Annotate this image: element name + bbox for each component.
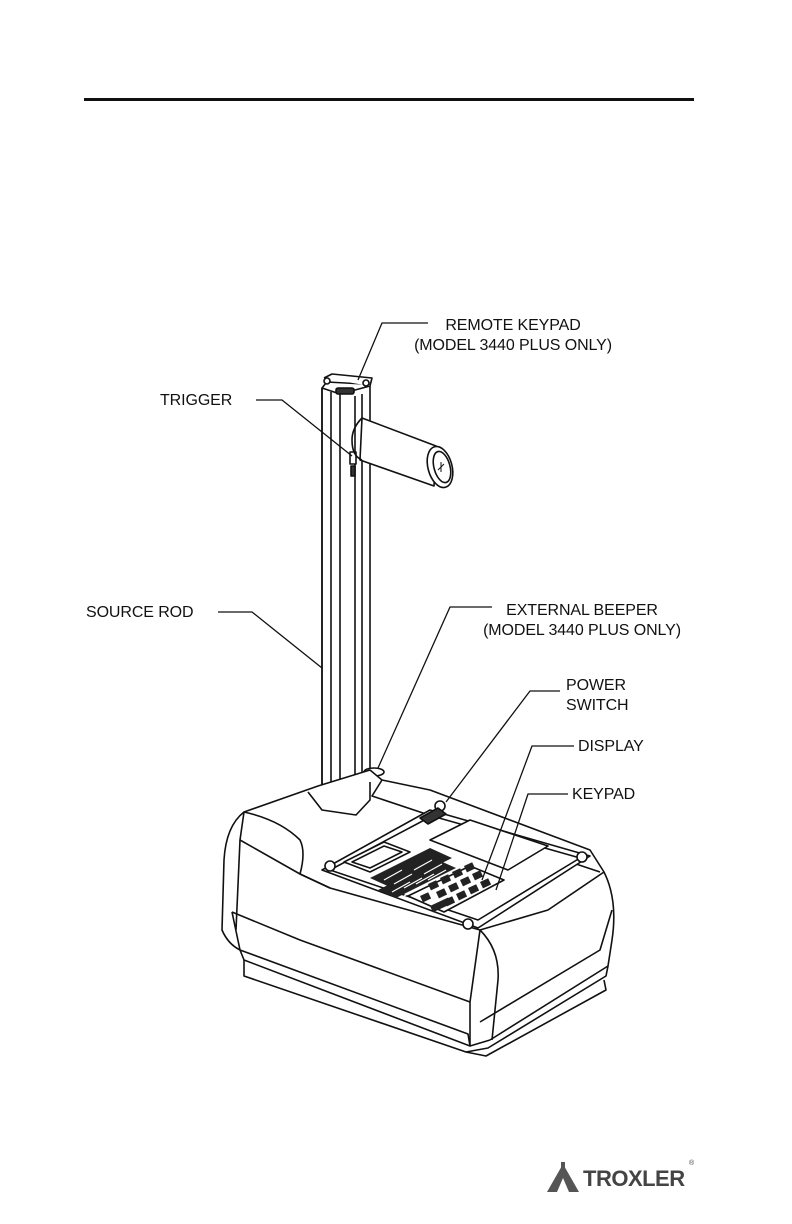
troxler-logo-registered: ® [689, 1160, 694, 1167]
callout-remote-keypad-title: REMOTE KEYPAD [400, 316, 626, 336]
troxler-logo-text: TROXLER [583, 1166, 685, 1192]
callout-keypad: KEYPAD [572, 785, 635, 805]
callout-source-rod: SOURCE ROD [86, 603, 193, 623]
callout-remote-keypad: REMOTE KEYPAD (MODEL 3440 PLUS ONLY) [400, 316, 626, 356]
troxler-logo: TROXLER ® [545, 1160, 695, 1194]
callout-display: DISPLAY [578, 737, 644, 757]
callout-power-switch-line1: POWER [566, 676, 629, 696]
callout-trigger: TRIGGER [160, 391, 232, 411]
callout-external-beeper-title: EXTERNAL BEEPER [470, 601, 694, 621]
callout-external-beeper-note: (MODEL 3440 PLUS ONLY) [470, 621, 694, 641]
callout-power-switch: POWER SWITCH [566, 676, 629, 716]
callout-external-beeper: EXTERNAL BEEPER (MODEL 3440 PLUS ONLY) [470, 601, 694, 641]
gauge-base [222, 770, 614, 1056]
troxler-logo-icon [545, 1160, 585, 1194]
callout-power-switch-line2: SWITCH [566, 696, 629, 716]
callout-remote-keypad-note: (MODEL 3440 PLUS ONLY) [400, 336, 626, 356]
